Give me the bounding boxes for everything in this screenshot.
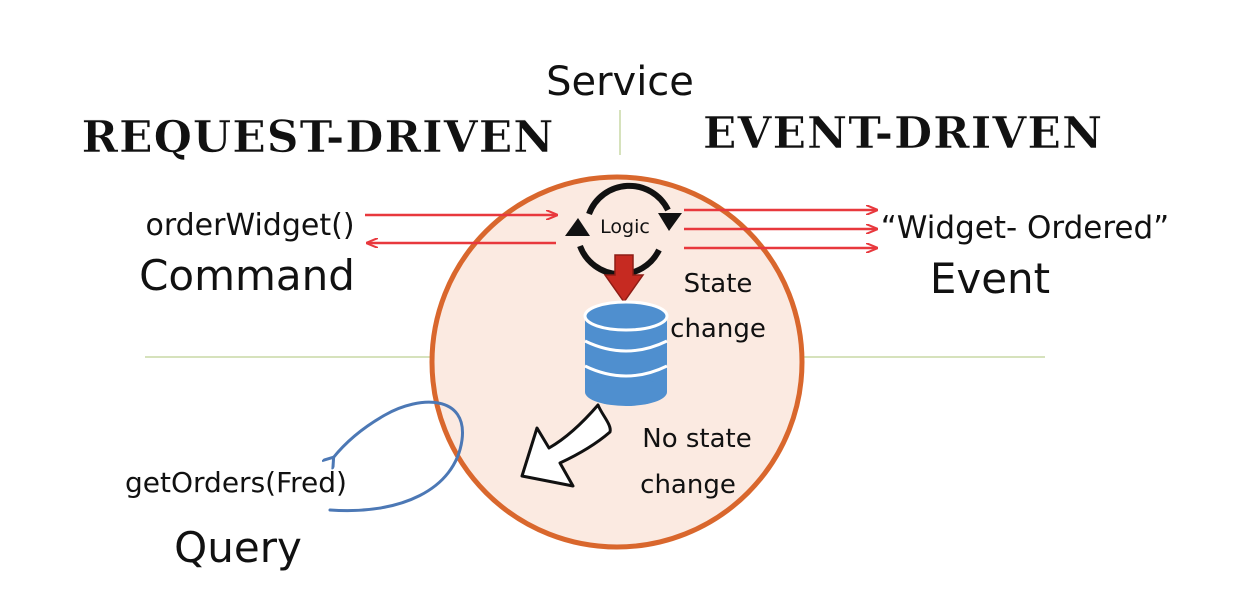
- logic-label: Logic: [600, 216, 650, 238]
- event-label: Event: [930, 254, 1050, 303]
- command-label: Command: [139, 251, 355, 300]
- database-icon: [583, 300, 669, 406]
- query-loop-arrow-icon: [330, 400, 464, 513]
- event-driven-heading: EVENT-DRIVEN: [703, 108, 1103, 159]
- event-name: “Widget- Ordered”: [881, 210, 1170, 246]
- state-change-line-2: change: [670, 314, 766, 344]
- request-driven-heading: REQUEST-DRIVEN: [81, 112, 554, 163]
- query-label: Query: [174, 523, 302, 572]
- no-state-change-line-2: change: [640, 470, 736, 500]
- command-call: orderWidget(): [145, 208, 354, 243]
- curved-arrow-icon: [520, 403, 612, 488]
- no-state-change-line-1: No state: [642, 424, 751, 454]
- red-down-arrow-icon: [603, 254, 645, 304]
- query-call: getOrders(Fred): [125, 466, 347, 499]
- service-label: Service: [546, 59, 694, 105]
- state-change-line-1: State: [684, 269, 753, 299]
